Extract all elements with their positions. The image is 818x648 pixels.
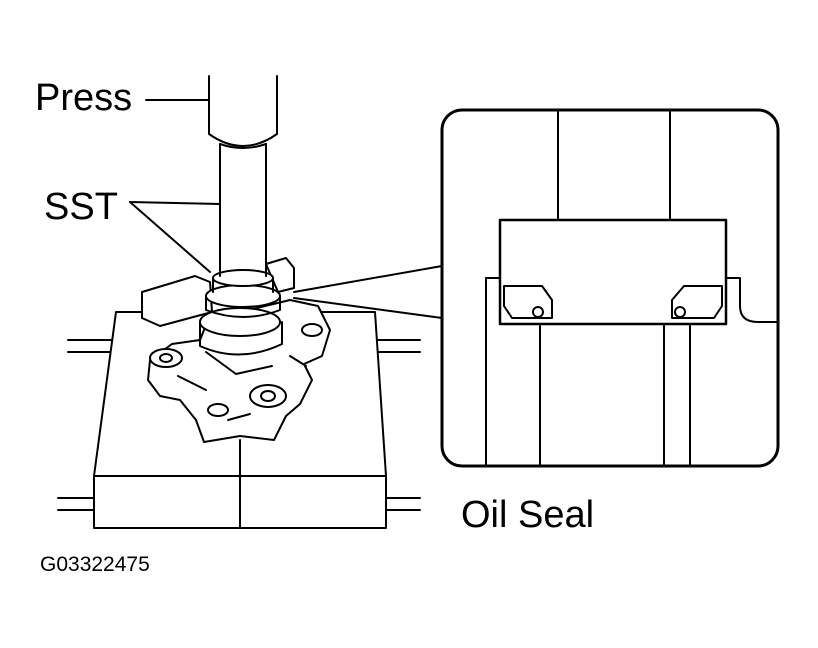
oil-seal-label: Oil Seal <box>461 494 595 536</box>
figure-code: G03322475 <box>40 553 150 576</box>
seal-detail-callout <box>442 110 778 466</box>
press-label: Press <box>35 77 133 119</box>
press-ram <box>209 76 277 148</box>
sst-tool <box>206 144 280 317</box>
sst-label: SST <box>44 186 118 228</box>
